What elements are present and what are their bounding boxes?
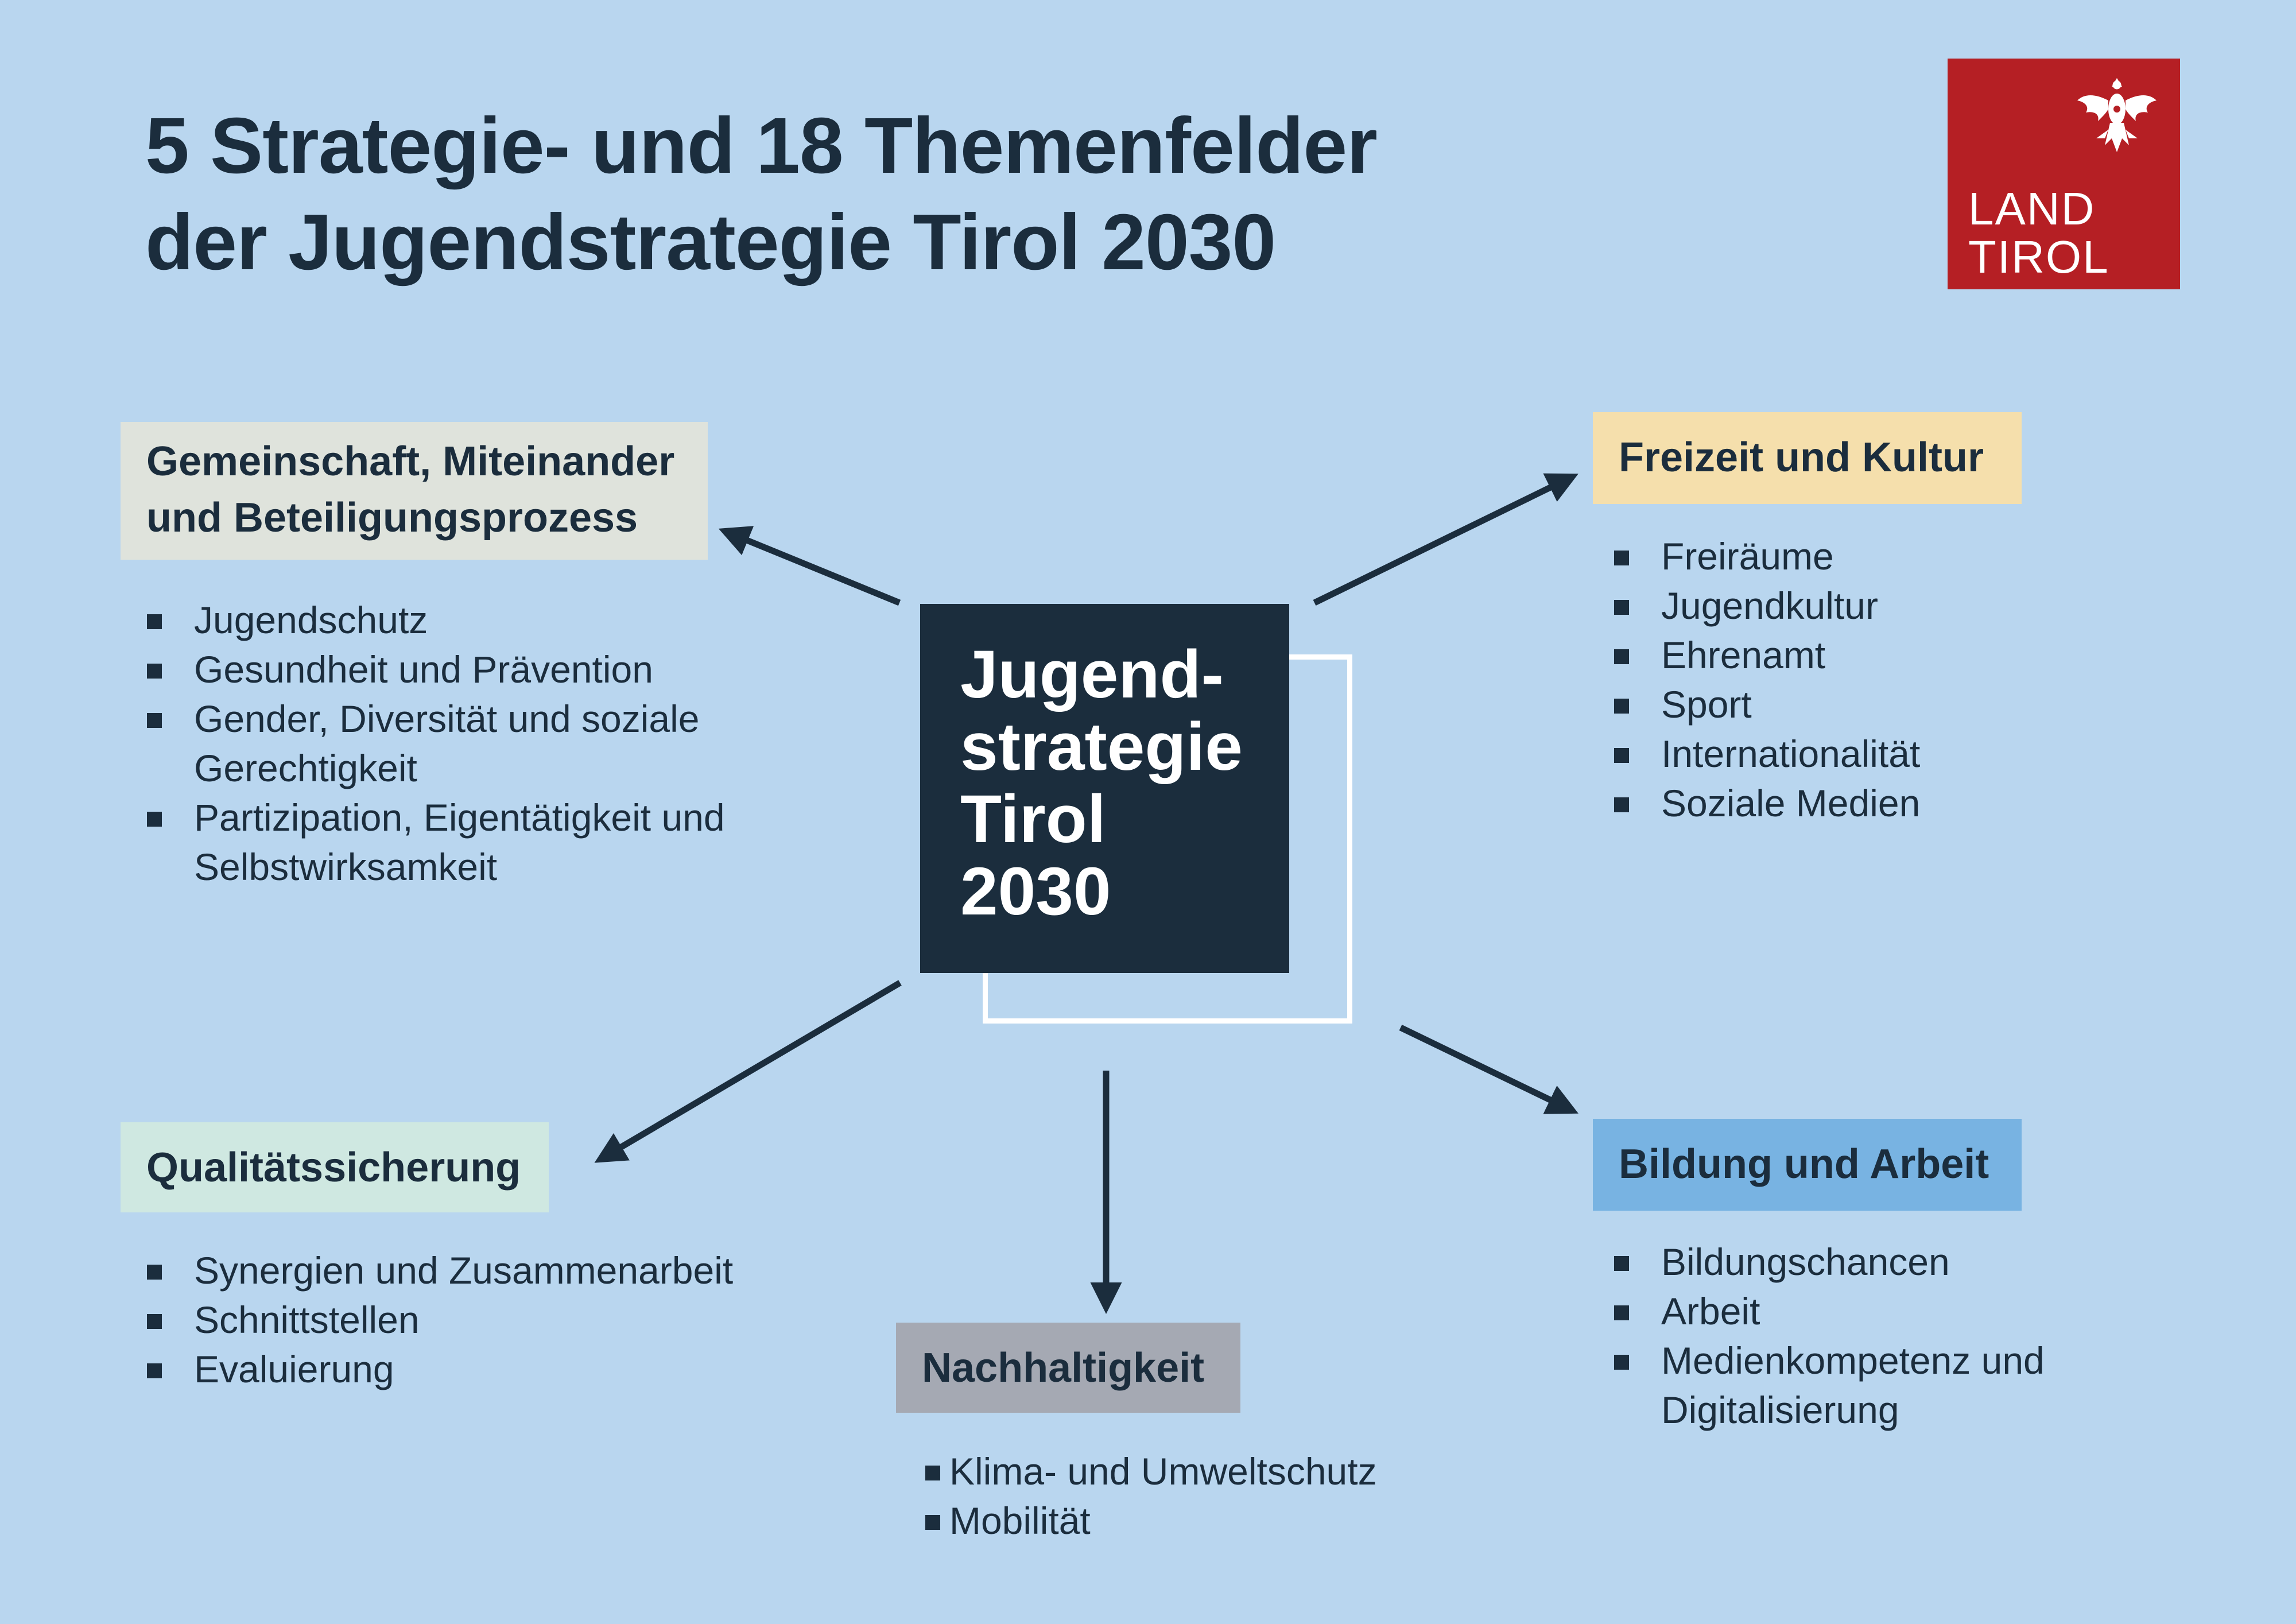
list-item-text: Ehrenamt [1661,634,1826,676]
list-item-text: Internationalität [1661,732,1921,775]
list-item: Arbeit [1614,1286,2045,1336]
center-title-line: Jugend- [960,637,1224,712]
list-item: Schnittstellen [147,1295,733,1344]
page-title: 5 Strategie- und 18 Themenfelder der Jug… [145,98,1695,290]
list-item: Mobilität [925,1496,1377,1545]
list-item: Klima- und Umweltschutz [925,1447,1377,1496]
logo-word-tirol: TIROL [1968,231,2109,282]
list-item-text: Bildungschancen [1661,1241,1950,1283]
list-item-text: Synergien und Zusammenarbeit [194,1249,734,1292]
list-item-text: Schnittstellen [194,1299,420,1341]
center-title: Jugend- strategie Tirol 2030 [960,638,1243,928]
center-box: Jugend- strategie Tirol 2030 [920,604,1289,973]
tyrolean-eagle-icon [2077,78,2157,152]
topic-list-freizeit: Freiräume Jugendkultur Ehrenamt Sport In… [1614,532,1920,828]
list-item-text: Gesundheit und Prävention [194,648,653,691]
heading-line: Bildung und Arbeit [1619,1141,1989,1187]
title-line-2: der Jugendstrategie Tirol 2030 [145,198,1276,286]
arrow-to-gemeinschaft [718,526,901,606]
list-item: Internationalität [1614,729,1920,778]
field-heading-gemeinschaft: Gemeinschaft, Miteinander und Beteiligun… [121,422,708,560]
logo-word-land: LAND [1968,183,2096,234]
arrow-to-bildung [1399,1025,1578,1114]
list-item: Freiräume [1614,532,1920,581]
list-item: Jugendschutz [147,595,725,645]
land-tirol-logo: LAND TIROL [1948,59,2180,289]
list-item: Bildungschancen [1614,1237,2045,1286]
topic-list-bildung: Bildungschancen Arbeit Medienkompetenz u… [1614,1237,2045,1435]
arrow-to-freizeit [1313,473,1578,606]
field-heading-qualitaet: Qualitätssicherung [121,1122,549,1212]
list-item: Ehrenamt [1614,630,1920,680]
list-item-text: Mobilität [949,1499,1091,1542]
field-heading-bildung: Bildung und Arbeit [1593,1119,2022,1211]
list-item-text: Gerechtigkeit [194,747,417,789]
topic-list-nachhaltigkeit: Klima- und Umweltschutz Mobilität [925,1447,1377,1545]
field-heading-freizeit: Freizeit und Kultur [1593,412,2022,504]
list-item-text: Freiräume [1661,535,1834,577]
list-item: Gesundheit und Prävention [147,645,725,694]
list-item-text: Selbstwirksamkeit [194,846,498,888]
center-title-line: 2030 [960,854,1111,929]
list-item-text: Soziale Medien [1661,782,1921,824]
topic-list-qualitaet: Synergien und Zusammenarbeit Schnittstel… [147,1246,733,1394]
topic-list-gemeinschaft: Jugendschutz Gesundheit und Prävention G… [147,595,725,892]
list-item: Jugendkultur [1614,581,1920,630]
heading-line: und Beteiligungsprozess [146,495,638,541]
list-item-text: Medienkompetenz und [1661,1339,2045,1382]
list-item-text: Evaluierung [194,1348,394,1390]
center-title-line: strategie [960,709,1243,785]
list-item-text: Sport [1661,683,1752,726]
arrow-to-qualitaet [594,980,902,1163]
list-item-text: Digitalisierung [1661,1389,1899,1431]
list-item-text: Jugendschutz [194,599,428,641]
list-item-text: Partizipation, Eigentätigkeit und [194,796,725,839]
list-item-text: Jugendkultur [1661,584,1878,627]
list-item: Soziale Medien [1614,778,1920,828]
list-item-text: Gender, Diversität und soziale [194,697,700,740]
field-heading-nachhaltigkeit: Nachhaltigkeit [896,1323,1240,1413]
list-item: Synergien und Zusammenarbeit [147,1246,733,1295]
heading-line: Freizeit und Kultur [1619,435,1984,480]
heading-line: Qualitätssicherung [146,1145,521,1191]
list-item-text: Klima- und Umweltschutz [949,1450,1377,1493]
heading-line: Nachhaltigkeit [922,1345,1205,1391]
center-title-line: Tirol [960,781,1106,857]
list-item: Sport [1614,680,1920,729]
list-item: Evaluierung [147,1344,733,1394]
heading-line: Gemeinschaft, Miteinander [146,439,675,485]
list-item-text: Arbeit [1661,1290,1760,1332]
title-line-1: 5 Strategie- und 18 Themenfelder [145,102,1378,190]
